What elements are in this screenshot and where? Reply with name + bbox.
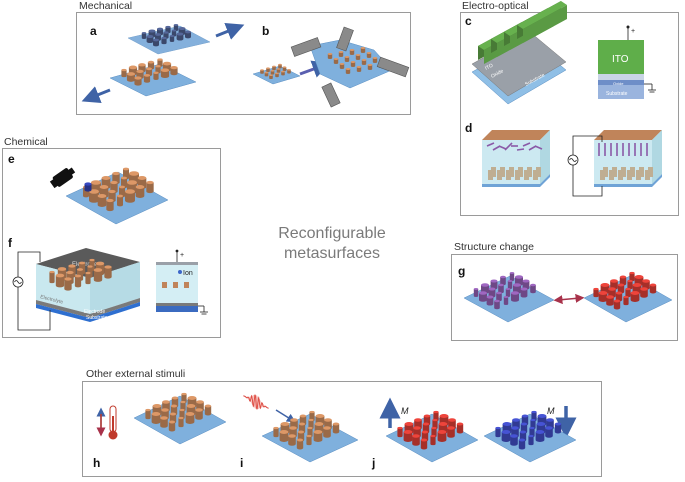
center-title: Reconfigurable metasurfaces — [262, 224, 402, 264]
panel-label-j: j — [372, 456, 376, 470]
g-transition-arrow — [553, 293, 585, 305]
panel-g-illustration — [463, 271, 673, 323]
spray-bottle-icon — [49, 167, 76, 189]
light-pulse-icon — [243, 394, 269, 410]
panel-d-illustration — [482, 130, 662, 197]
structure-change-title: Structure change — [454, 241, 534, 253]
panel-f-illustration: Electrode Electrode Substrate Electrolyt… — [12, 248, 208, 331]
panel-i-illustration — [243, 394, 359, 463]
f-electrode-bottom-label: Electrode — [84, 309, 105, 315]
panel-label-e: e — [8, 152, 15, 166]
stretch-arrow-right — [215, 22, 245, 40]
j-m-label-1: M — [401, 406, 409, 416]
stretch-arrow-left — [81, 86, 111, 104]
c-substrate-label: Substrate — [606, 91, 628, 97]
ion-icon — [178, 270, 182, 274]
panel-j-illustration: M M — [379, 397, 577, 463]
f-ion-label: Ion — [183, 270, 193, 277]
other-stimuli-title: Other external stimuli — [86, 368, 186, 380]
panel-b-illustration — [252, 26, 410, 108]
panel-label-a: a — [90, 24, 97, 38]
panel-label-i: i — [240, 456, 244, 470]
chemical-title: Chemical — [4, 136, 48, 148]
f-plus-label: + — [180, 252, 184, 259]
panel-label-f: f — [8, 236, 12, 250]
f-electrolyte-label: Electrolyte — [40, 294, 64, 306]
thermometer-icon — [108, 405, 118, 440]
panel-label-d: d — [465, 121, 473, 135]
c-oxide-label: Oxide — [613, 81, 624, 86]
mechanical-title: Mechanical — [79, 0, 133, 12]
c-plus-label: + — [631, 28, 635, 35]
c-ito-layer — [598, 40, 644, 74]
panel-label-h: h — [93, 456, 101, 470]
c-oxide-side-label: Oxide — [490, 68, 505, 80]
j-m-label-2: M — [547, 406, 555, 416]
center-title-line2: metasurfaces — [283, 245, 381, 262]
panel-a-illustration — [81, 22, 245, 104]
panel-c-illustration: ITO Oxide Substrate + ITO Oxide Substrat… — [471, 1, 656, 105]
center-title-line1: Reconfigurable — [278, 225, 386, 242]
panel-h-illustration — [96, 392, 227, 445]
panel-label-b: b — [262, 24, 270, 38]
panel-e-illustration — [49, 167, 169, 225]
c-ito-label: ITO — [612, 54, 629, 65]
panel-label-c: c — [465, 14, 472, 28]
f-substrate-label: Substrate — [86, 315, 108, 321]
electro-optical-title: Electro-optical — [462, 0, 529, 12]
c-ito-side-label: ITO — [484, 63, 494, 72]
panel-label-g: g — [458, 264, 466, 278]
